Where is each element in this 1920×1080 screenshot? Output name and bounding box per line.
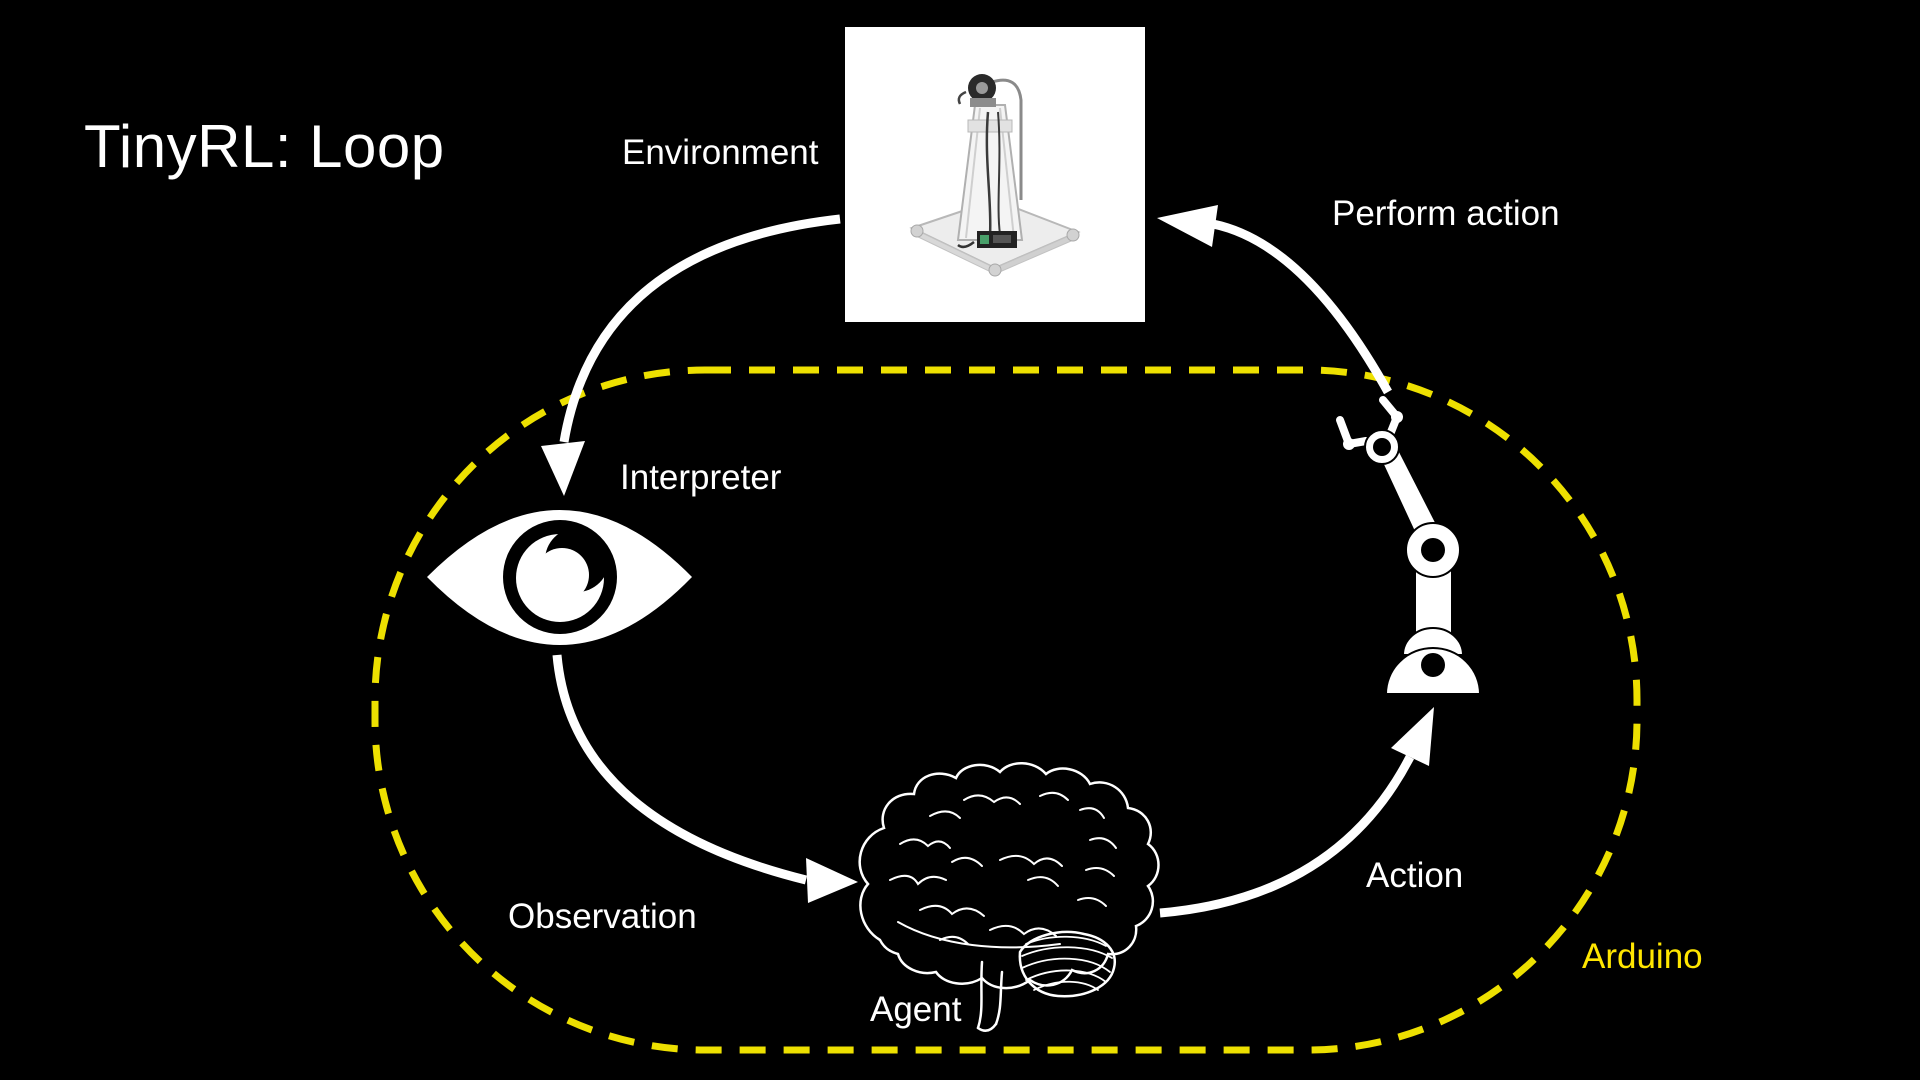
interpreter-label: Interpreter — [620, 458, 782, 497]
robot-arm-icon — [1336, 396, 1482, 695]
brain-icon — [858, 762, 1160, 1032]
yellow-dashed-loop-boundary — [371, 366, 1641, 1054]
environment-label: Environment — [622, 133, 819, 172]
slide-title: TinyRL: Loop — [84, 113, 445, 180]
action-arrow — [1159, 707, 1434, 918]
environment-image — [845, 27, 1145, 322]
eye-icon — [427, 510, 692, 645]
action-label: Action — [1366, 856, 1464, 895]
agent-label: Agent — [870, 990, 962, 1029]
observation-label: Observation — [508, 897, 697, 936]
env-to-interpreter-arrow — [541, 214, 841, 496]
perform-action-arrow — [1157, 205, 1392, 395]
arduino-label: Arduino — [1582, 937, 1703, 976]
perform-action-label: Perform action — [1332, 194, 1560, 233]
observation-arrow — [552, 654, 858, 903]
